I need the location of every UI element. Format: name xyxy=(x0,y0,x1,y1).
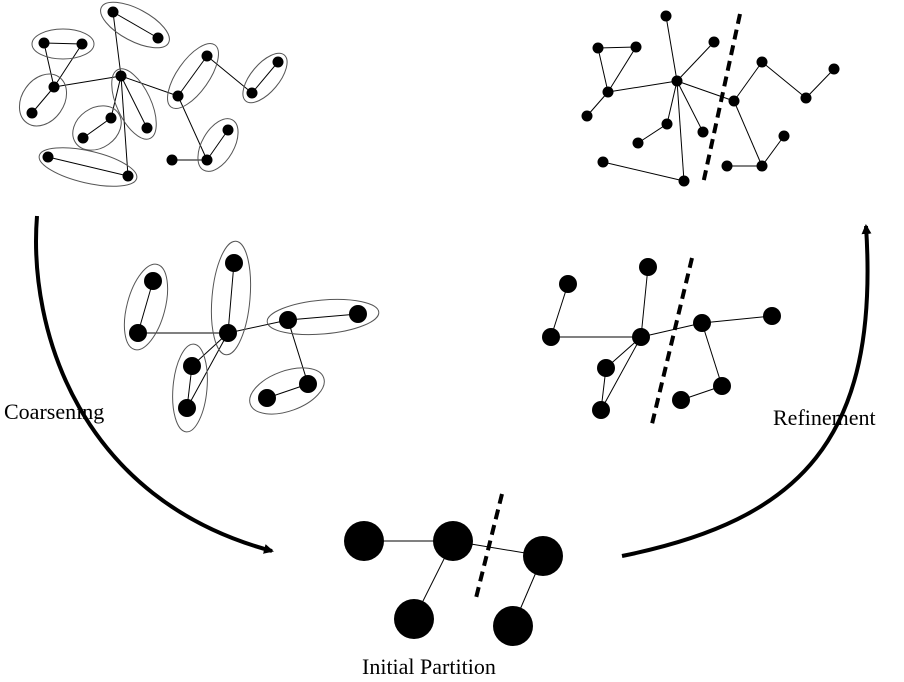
coarse-graph-matching-groups xyxy=(123,240,380,433)
refinement-label: Refinement xyxy=(773,405,876,430)
refined-fine-edges xyxy=(586,15,835,182)
fine-graph-coarsening xyxy=(18,1,288,187)
initial-partition-label: Initial Partition xyxy=(362,654,496,679)
refined-fine-graph xyxy=(581,10,840,187)
partition-cut-line xyxy=(701,13,742,185)
coarsest-graph-partition xyxy=(344,493,563,646)
coarsening-arrow xyxy=(34,215,274,554)
coarsest-graph-nodes xyxy=(344,521,563,646)
coarse-graph-edges xyxy=(137,262,359,409)
fine-graph-matching-groups xyxy=(18,1,288,187)
refinement-arrow xyxy=(621,224,872,558)
refined-graph-level1 xyxy=(542,257,781,425)
refined-level1-nodes xyxy=(542,258,781,419)
coarsening-label: Coarsening xyxy=(4,399,105,424)
coarse-graph-nodes xyxy=(129,254,367,417)
refined-fine-nodes xyxy=(581,10,840,187)
coarse-graph-level1 xyxy=(123,240,380,433)
fine-graph-edges xyxy=(31,11,279,177)
partition-cut-line xyxy=(474,493,504,599)
partition-cut-line xyxy=(650,257,694,425)
fine-graph-nodes xyxy=(26,6,284,182)
